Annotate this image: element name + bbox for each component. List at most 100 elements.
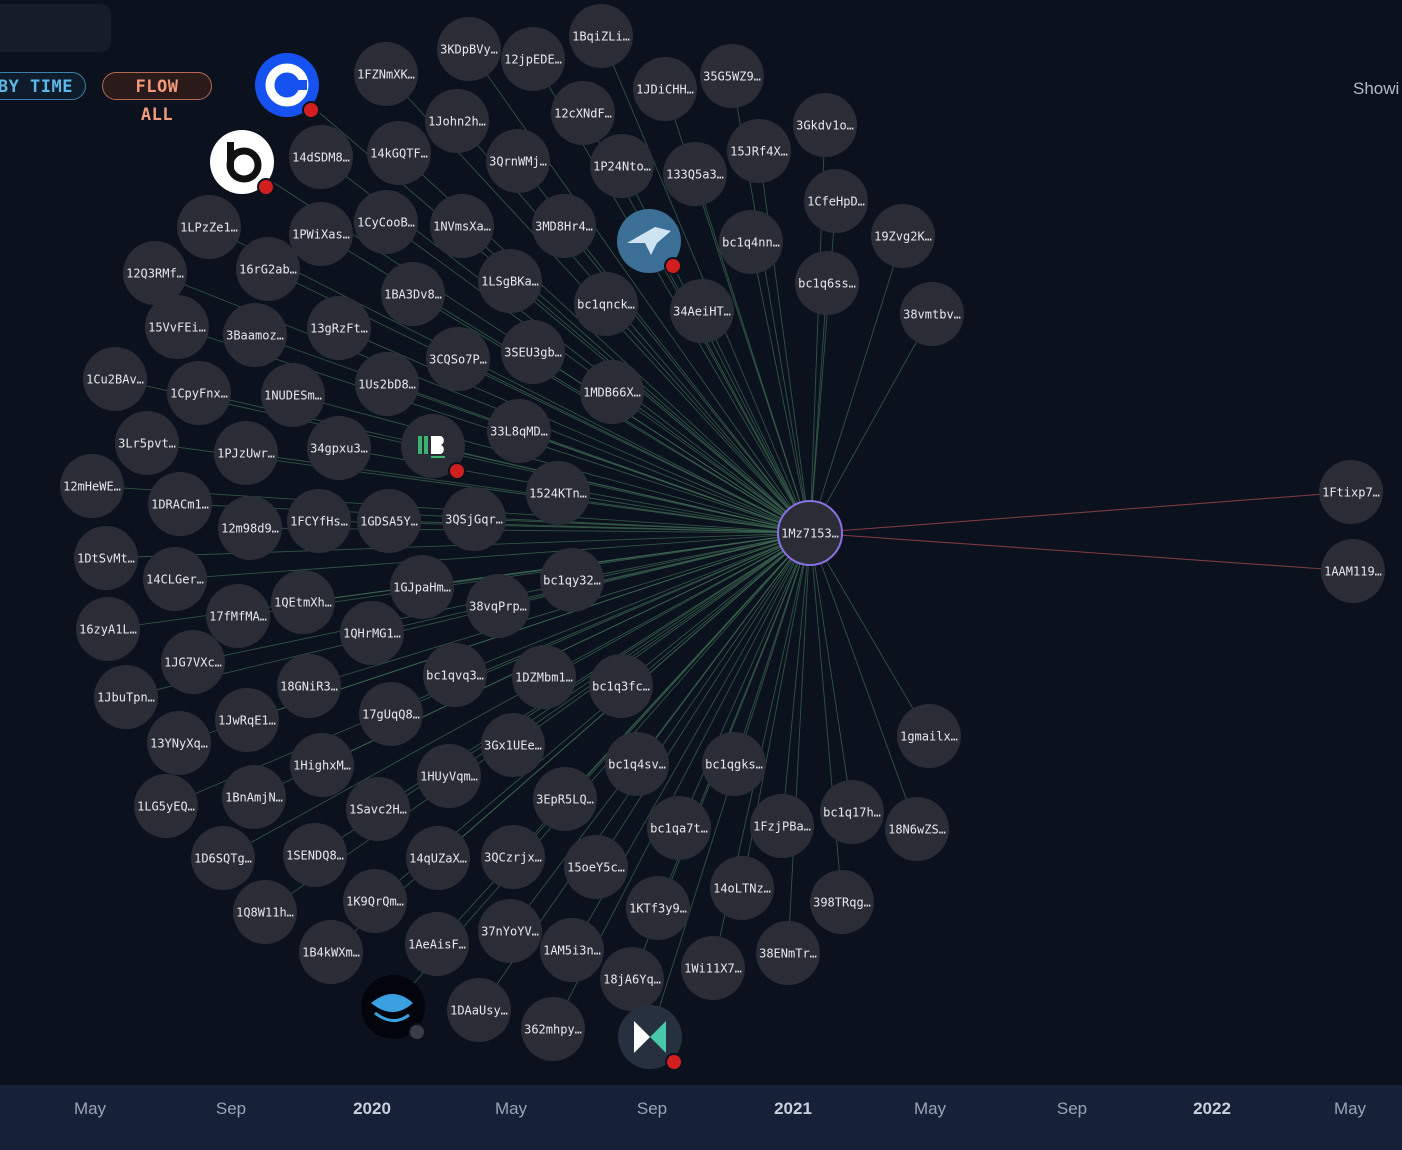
address-node[interactable]: 33L8qMD… — [487, 399, 551, 463]
address-node[interactable]: 3QrnWMj… — [486, 129, 550, 193]
address-node[interactable]: 1BA3Dv8… — [381, 262, 445, 326]
address-node[interactable]: 38vmtbv… — [900, 282, 964, 346]
address-node[interactable]: 15oeY5c… — [564, 835, 628, 899]
address-node[interactable]: bc1q17h… — [820, 780, 884, 844]
address-node[interactable]: 18N6wZS… — [885, 797, 949, 861]
address-node[interactable]: 1Savc2H… — [346, 777, 410, 841]
address-node[interactable]: 1DAaUsy… — [447, 978, 511, 1042]
hashflow-icon[interactable] — [618, 1005, 683, 1071]
address-node[interactable]: bc1qnck… — [574, 272, 638, 336]
address-node[interactable]: bc1q3fc… — [589, 654, 653, 718]
address-node[interactable]: 38ENmTr… — [756, 921, 820, 985]
address-node[interactable]: 1FZNmXK… — [354, 42, 418, 106]
address-node[interactable]: 1B4kWXm… — [299, 920, 363, 984]
address-node[interactable]: 1Cu2BAv… — [83, 347, 147, 411]
address-node[interactable]: 1JwRqE1… — [215, 688, 279, 752]
address-node[interactable]: bc1q4sv… — [605, 732, 669, 796]
address-node[interactable]: 19Zvg2K… — [871, 204, 935, 268]
address-node[interactable]: 17fMfMA… — [206, 584, 270, 648]
address-node[interactable]: 3EpR5LQ… — [533, 767, 597, 831]
address-node[interactable]: 35G5WZ9… — [700, 44, 764, 108]
address-node[interactable]: 1DtSvMt… — [74, 526, 138, 590]
address-node[interactable]: 13YNyXq… — [147, 711, 211, 775]
address-node[interactable]: 1NUDESm… — [261, 363, 325, 427]
address-node[interactable]: 3MD8Hr4… — [532, 194, 596, 258]
address-node[interactable]: 1FzjPBa… — [750, 794, 814, 858]
address-node[interactable]: 1D6SQTg… — [191, 826, 255, 890]
address-node[interactable]: 14CLGer… — [143, 547, 207, 611]
outflow-node[interactable]: 1Ftixp7… — [1319, 460, 1383, 524]
address-node[interactable]: 12jpEDE… — [501, 27, 565, 91]
address-node[interactable]: 1LPzZe1… — [177, 195, 241, 259]
address-node[interactable]: 15JRf4X… — [727, 119, 791, 183]
address-node[interactable]: 3SEU3gb… — [501, 320, 565, 384]
address-node[interactable]: 34AeiHT… — [670, 279, 734, 343]
address-node[interactable]: 16rG2ab… — [236, 237, 300, 301]
address-node[interactable]: 12Q3RMf… — [123, 241, 187, 305]
address-node[interactable]: 133Q5a3… — [663, 142, 727, 206]
address-node[interactable]: 1KTf3y9… — [626, 876, 690, 940]
address-node[interactable]: 3QSjGqr… — [442, 487, 506, 551]
address-node[interactable]: 1JDiCHH… — [633, 57, 697, 121]
address-node[interactable]: 18jA6Yq… — [600, 947, 664, 1011]
address-node[interactable]: 38vqPrp… — [466, 574, 530, 638]
address-node[interactable]: 37nYoYV… — [478, 899, 542, 963]
address-node[interactable]: 14dSDM8… — [289, 125, 353, 189]
address-node[interactable]: 1NVmsXa… — [430, 194, 494, 258]
address-node[interactable]: 12mHeWE… — [60, 454, 124, 518]
address-node[interactable]: 1P24Nto… — [590, 134, 654, 198]
by-time-button[interactable]: BY TIME — [0, 72, 86, 100]
address-node[interactable]: 1JbuTpn… — [94, 665, 158, 729]
center-address-node[interactable]: 1Mz7153… — [777, 500, 843, 566]
address-node[interactable]: 1GJpaHm… — [390, 555, 454, 619]
address-node[interactable]: bc1q6ss… — [795, 251, 859, 315]
address-graph[interactable]: 3KDpBVy…12jpEDE…1BqiZLi…1FZNmXK…35G5WZ9…… — [0, 0, 1402, 1085]
address-node[interactable]: 1BnAmjN… — [222, 765, 286, 829]
outflow-node[interactable]: 1AAM119… — [1321, 539, 1385, 603]
address-node[interactable]: 362mhpy… — [521, 997, 585, 1061]
address-node[interactable]: 1LSgBKa… — [478, 249, 542, 313]
coinbase-icon[interactable] — [255, 53, 320, 119]
address-node[interactable]: bc1qy32… — [540, 548, 604, 612]
address-node[interactable]: 1524KTn… — [526, 461, 590, 525]
address-node[interactable]: 1PJzUwr… — [214, 421, 278, 485]
address-node[interactable]: 3Gkdv1o… — [793, 93, 857, 157]
address-node[interactable]: 1Wi11X7… — [681, 936, 745, 1000]
address-node[interactable]: bc1q4nn… — [719, 210, 783, 274]
address-node[interactable]: 1K9QrQm… — [343, 869, 407, 933]
address-node[interactable]: 1QEtmXh… — [271, 570, 335, 634]
address-node[interactable]: 1AeAisF… — [405, 912, 469, 976]
address-node[interactable]: 1CyCooB… — [354, 190, 418, 254]
address-node[interactable]: 13gRzFt… — [307, 296, 371, 360]
address-node[interactable]: 1DZMbm1… — [512, 645, 576, 709]
address-node[interactable]: 1gmailx… — [897, 704, 961, 768]
address-node[interactable]: 1DRACm1… — [148, 472, 212, 536]
address-node[interactable]: 1HUyVqm… — [417, 744, 481, 808]
address-node[interactable]: 1CpyFnx… — [167, 361, 231, 425]
address-node[interactable]: bc1qa7t… — [647, 796, 711, 860]
address-node[interactable]: 1SENDQ8… — [283, 823, 347, 887]
bitfish-icon[interactable] — [361, 975, 426, 1041]
address-node[interactable]: 14qUZaX… — [406, 826, 470, 890]
address-node[interactable]: 1Us2bD8… — [355, 352, 419, 416]
address-node[interactable]: 1Q8W11h… — [233, 880, 297, 944]
address-node[interactable]: 398TRqg… — [810, 870, 874, 934]
address-node[interactable]: 14oLTNz… — [710, 856, 774, 920]
address-node[interactable]: 1PWiXas… — [289, 202, 353, 266]
address-node[interactable]: 17gUqQ8… — [359, 682, 423, 746]
address-node[interactable]: 16zyA1L… — [76, 597, 140, 661]
address-node[interactable]: 1QHrMG1… — [340, 601, 404, 665]
address-node[interactable]: 1LG5yEQ… — [134, 774, 198, 838]
address-node[interactable]: 3Baamoz… — [223, 303, 287, 367]
bitstamp-icon[interactable] — [210, 130, 275, 196]
address-node[interactable]: 15VvFEi… — [145, 295, 209, 359]
address-node[interactable]: bc1qgks… — [702, 732, 766, 796]
address-node[interactable]: 14kGQTF… — [367, 121, 431, 185]
address-node[interactable]: 3CQSo7P… — [426, 327, 490, 391]
address-node[interactable]: 1JG7VXc… — [161, 630, 225, 694]
address-node[interactable]: bc1qvq3… — [423, 643, 487, 707]
address-node[interactable]: 12cXNdF… — [551, 81, 615, 145]
address-node[interactable]: 1AM5i3n… — [540, 918, 604, 982]
bird-exchange-icon[interactable] — [617, 209, 682, 275]
